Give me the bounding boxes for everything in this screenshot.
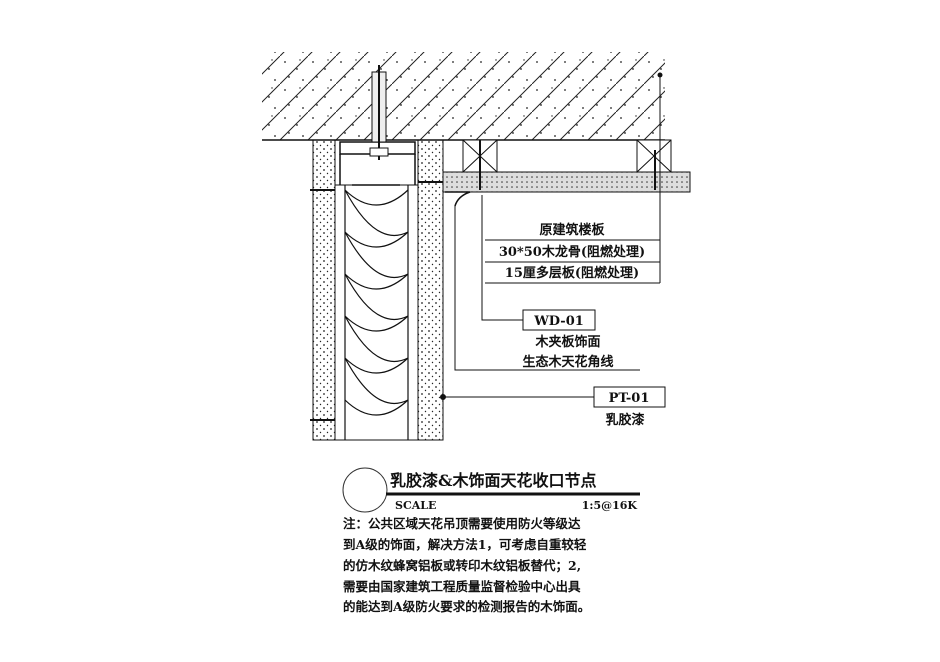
plywood-board	[442, 171, 691, 193]
note-line: 的能达到A级防火要求的检测报告的木饰面。	[343, 599, 590, 614]
label-keel: 30*50木龙骨(阻燃处理)	[499, 244, 645, 260]
tag-pt-01: PT-01	[609, 391, 650, 406]
anchor-bolt	[369, 65, 389, 160]
scale-value: 1:5@16K	[582, 499, 638, 512]
title-block: 乳胶漆&木饰面天花收口节点 SCALE 1:5@16K 注：公共区域天花吊顶需要…	[342, 467, 640, 614]
note-line: 到A级的饰面，解决方法1，可考虑自重较轻	[343, 537, 587, 552]
label-wood-veneer: 木夹板饰面	[534, 334, 600, 350]
note-line: 的仿木纹蜂窝铝板或转印木纹铝板替代；2,	[343, 558, 581, 573]
label-cornice: 生态木天花角线	[522, 354, 613, 370]
cornice-profile	[445, 191, 471, 207]
label-plywood: 15厘多层板(阻燃处理)	[505, 265, 639, 281]
tag-wd-01: WD-01	[533, 314, 584, 329]
leader-lines	[440, 72, 666, 408]
wall-section	[310, 65, 445, 441]
note-line: 需要由国家建筑工程质量监督检验中心出具	[343, 579, 581, 594]
label-floor-slab: 原建筑楼板	[539, 222, 605, 238]
ceiling-assembly	[442, 139, 691, 207]
insulation	[344, 185, 409, 440]
drawing-title: 乳胶漆&木饰面天花收口节点	[390, 471, 596, 490]
wood-keel	[462, 139, 672, 173]
concrete-slab	[262, 52, 665, 141]
label-latex-paint: 乳胶漆	[605, 412, 644, 428]
scale-label: SCALE	[395, 499, 436, 512]
note-line: 注：公共区域天花吊顶需要使用防火等级达	[343, 516, 581, 531]
